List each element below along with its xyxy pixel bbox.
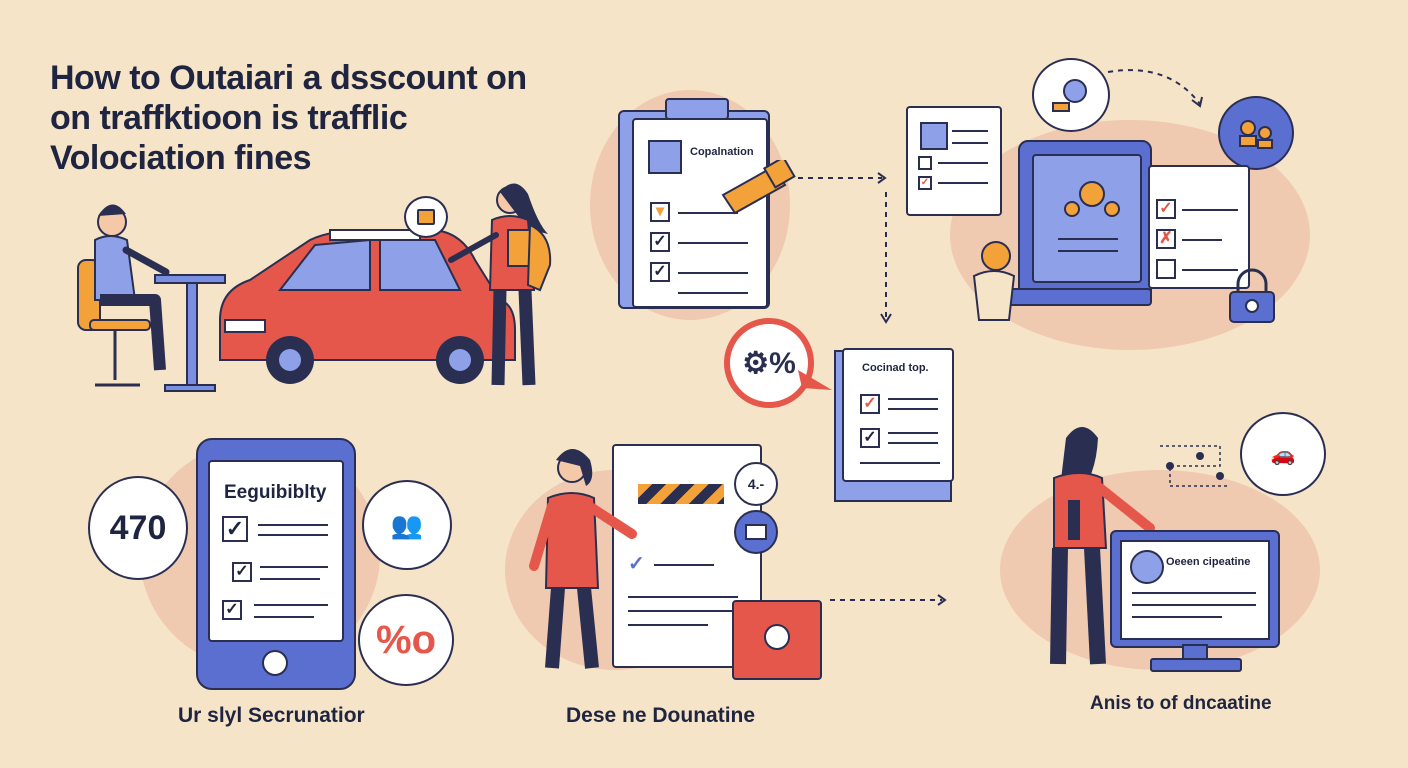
bubble-tail xyxy=(798,370,832,390)
person-with-bottle xyxy=(1050,427,1155,665)
car-discount-bubble: 🚗 xyxy=(1240,412,1326,496)
page-title: How to Outaiari a dsscount on on traffkt… xyxy=(50,58,527,178)
padlock-icon xyxy=(1229,268,1275,323)
checkmark-icon: ✓ xyxy=(628,553,645,575)
monitor-heading: Oeeen cipeatine xyxy=(1166,556,1251,568)
lock-bubble xyxy=(404,196,448,238)
avatar xyxy=(648,140,682,174)
avatar xyxy=(920,122,948,150)
group-bubble: 👥 xyxy=(362,480,452,570)
caption-center: Dese ne Dounatine xyxy=(566,704,756,727)
dashed-arrow-down xyxy=(880,192,892,324)
checkbox-checked: ✓ xyxy=(232,562,252,582)
monitor: Oeeen cipeatine xyxy=(1110,530,1280,648)
checkbox-checked: ✓ xyxy=(860,394,880,414)
checkbox: ▾ xyxy=(650,202,670,222)
document-heading: Copalnation xyxy=(690,146,754,158)
car-scene-illustration xyxy=(77,183,552,392)
phone: Eeguibiblty ✓ ✓ ✓ xyxy=(196,438,356,690)
badge-value: 4.- xyxy=(747,476,765,492)
wallet-icon xyxy=(732,600,822,680)
dashed-arrow xyxy=(798,172,887,184)
percent-value: %o xyxy=(376,617,436,662)
checkbox xyxy=(918,156,932,170)
person-pointing xyxy=(529,449,637,669)
badge-bubble: 4.- xyxy=(734,462,778,506)
checklist-stack: Cocinad top. ✓ ✓ xyxy=(834,348,954,502)
gavel-icon xyxy=(721,160,796,215)
lightbulb-hand-icon xyxy=(972,241,1016,321)
gears-icon xyxy=(1064,181,1120,217)
checkbox-checked: ✓ xyxy=(860,428,880,448)
percent-gear-icon: ⚙% xyxy=(742,346,796,380)
checkbox-checked: ✓ xyxy=(222,600,242,620)
dashed-arrow xyxy=(830,594,947,606)
checkbox-checked: ✓ xyxy=(1156,199,1176,219)
checkbox-checked: ✓ xyxy=(650,232,670,252)
monitor-base xyxy=(1150,658,1242,672)
checkbox-checked: ✓ xyxy=(918,176,932,190)
phone-heading: Eeguibiblty xyxy=(224,482,327,503)
caption-right: Anis to of dncaatine xyxy=(1090,693,1272,714)
percent-bubble: %o xyxy=(358,594,454,686)
tablet xyxy=(1018,140,1152,304)
checkbox-checked: ✓ xyxy=(222,516,248,542)
group-icon: 👥 xyxy=(390,509,424,540)
number-value: 470 xyxy=(109,508,167,547)
desk xyxy=(154,274,226,284)
checklist-heading: Cocinad top. xyxy=(862,362,929,374)
hazard-stripe xyxy=(638,484,724,504)
ticket-icon xyxy=(734,510,778,554)
caption-left: Ur slyl Secrunatior xyxy=(178,704,365,727)
network-diagram-icon xyxy=(1160,445,1230,487)
checklist-card: ✓ ✗ xyxy=(1148,165,1250,289)
discount-bubble: ⚙% xyxy=(724,318,814,408)
title-line-1: How to Outaiari a dsscount on xyxy=(50,59,527,97)
search-bubble xyxy=(1032,58,1110,132)
dashed-arrow xyxy=(1107,69,1203,108)
people-icon xyxy=(1218,96,1294,170)
checkbox-checked: ✓ xyxy=(650,262,670,282)
checkbox xyxy=(1156,259,1176,279)
title-line-2: on traffktioon is trafflic xyxy=(50,99,408,137)
clipboard: Copalnation ▾ ✓ ✓ xyxy=(618,98,770,309)
number-bubble: 470 xyxy=(88,476,188,580)
title-line-3: Volociation fines xyxy=(50,139,312,177)
lock-icon xyxy=(417,209,435,225)
home-button xyxy=(262,650,288,676)
checkbox-crossed: ✗ xyxy=(1156,229,1176,249)
magnifier-icon xyxy=(1052,79,1087,112)
car-percent-icon: 🚗 xyxy=(1270,443,1296,466)
small-document: ✓ xyxy=(906,106,1002,216)
avatar xyxy=(1130,550,1164,584)
